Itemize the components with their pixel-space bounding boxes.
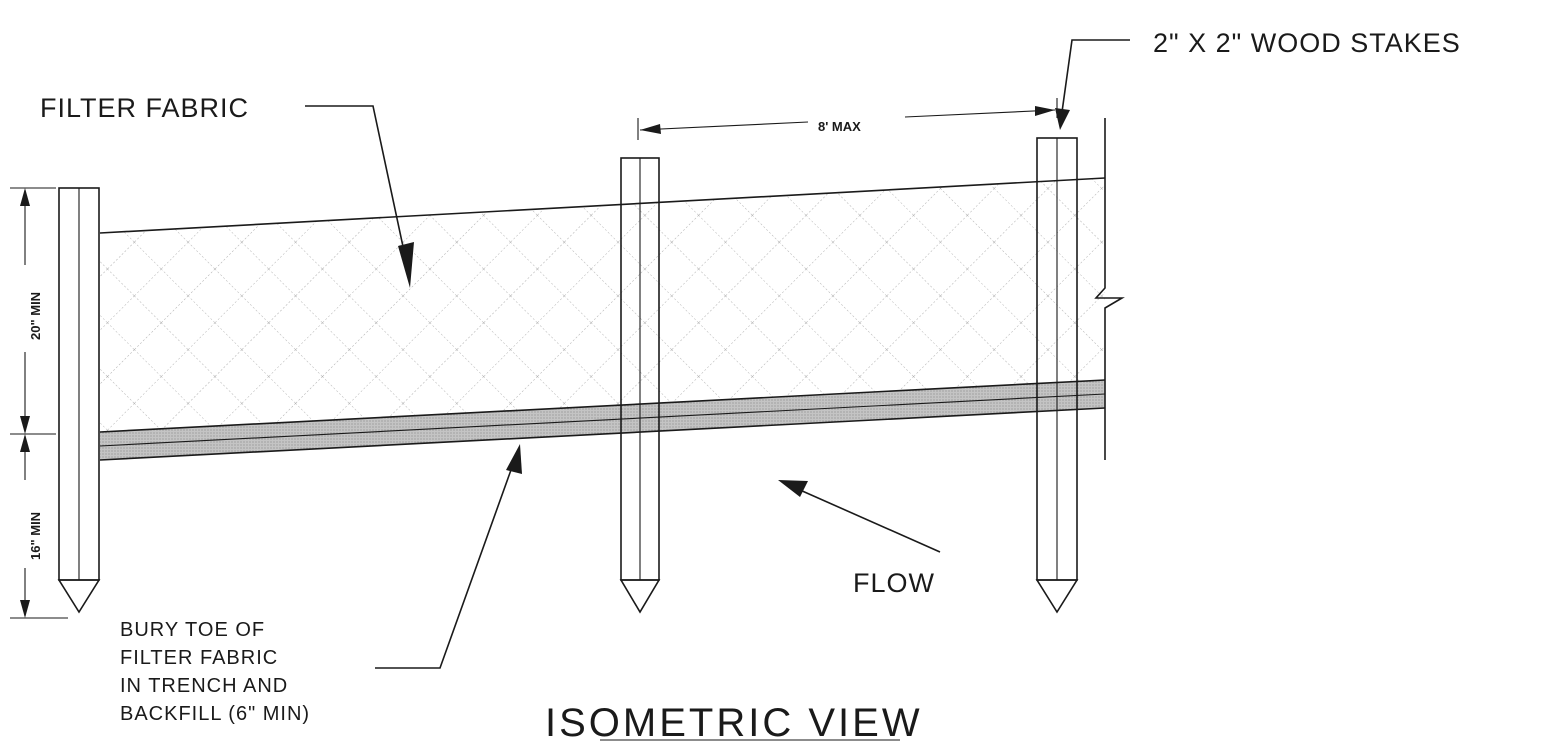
wood-stake-middle <box>619 157 661 614</box>
flow-arrow <box>778 480 941 553</box>
bury-toe-leader <box>375 444 522 669</box>
view-title: ISOMETRIC VIEW <box>545 701 923 742</box>
spacing-dimension <box>637 98 1058 140</box>
flow-label: FLOW <box>853 568 935 598</box>
filter-fabric-label: FILTER FABRIC <box>40 93 249 123</box>
bury-toe-note: BURY TOE OF FILTER FABRIC IN TRENCH AND … <box>120 619 310 725</box>
wood-stakes-leader <box>1055 39 1130 130</box>
bury-toe-line-3: IN TRENCH AND <box>120 675 288 697</box>
filter-fabric-leader <box>305 105 414 288</box>
wood-stake-left <box>57 187 101 614</box>
fabric-height-label: 20" MIN <box>28 292 43 340</box>
filter-fabric-panel <box>99 177 1106 432</box>
wood-stakes-label: 2" X 2" WOOD STAKES <box>1153 28 1461 58</box>
bury-toe-line-2: FILTER FABRIC <box>120 647 278 669</box>
spacing-label: 8' MAX <box>818 119 861 134</box>
bury-toe-line-1: BURY TOE OF <box>120 619 265 641</box>
embed-depth-label: 16" MIN <box>28 512 43 560</box>
height-dimension <box>10 187 68 619</box>
buried-toe-band <box>99 379 1106 461</box>
bury-toe-line-4: BACKFILL (6" MIN) <box>120 703 310 725</box>
break-line <box>1094 118 1125 460</box>
wood-stake-right <box>1035 137 1079 614</box>
